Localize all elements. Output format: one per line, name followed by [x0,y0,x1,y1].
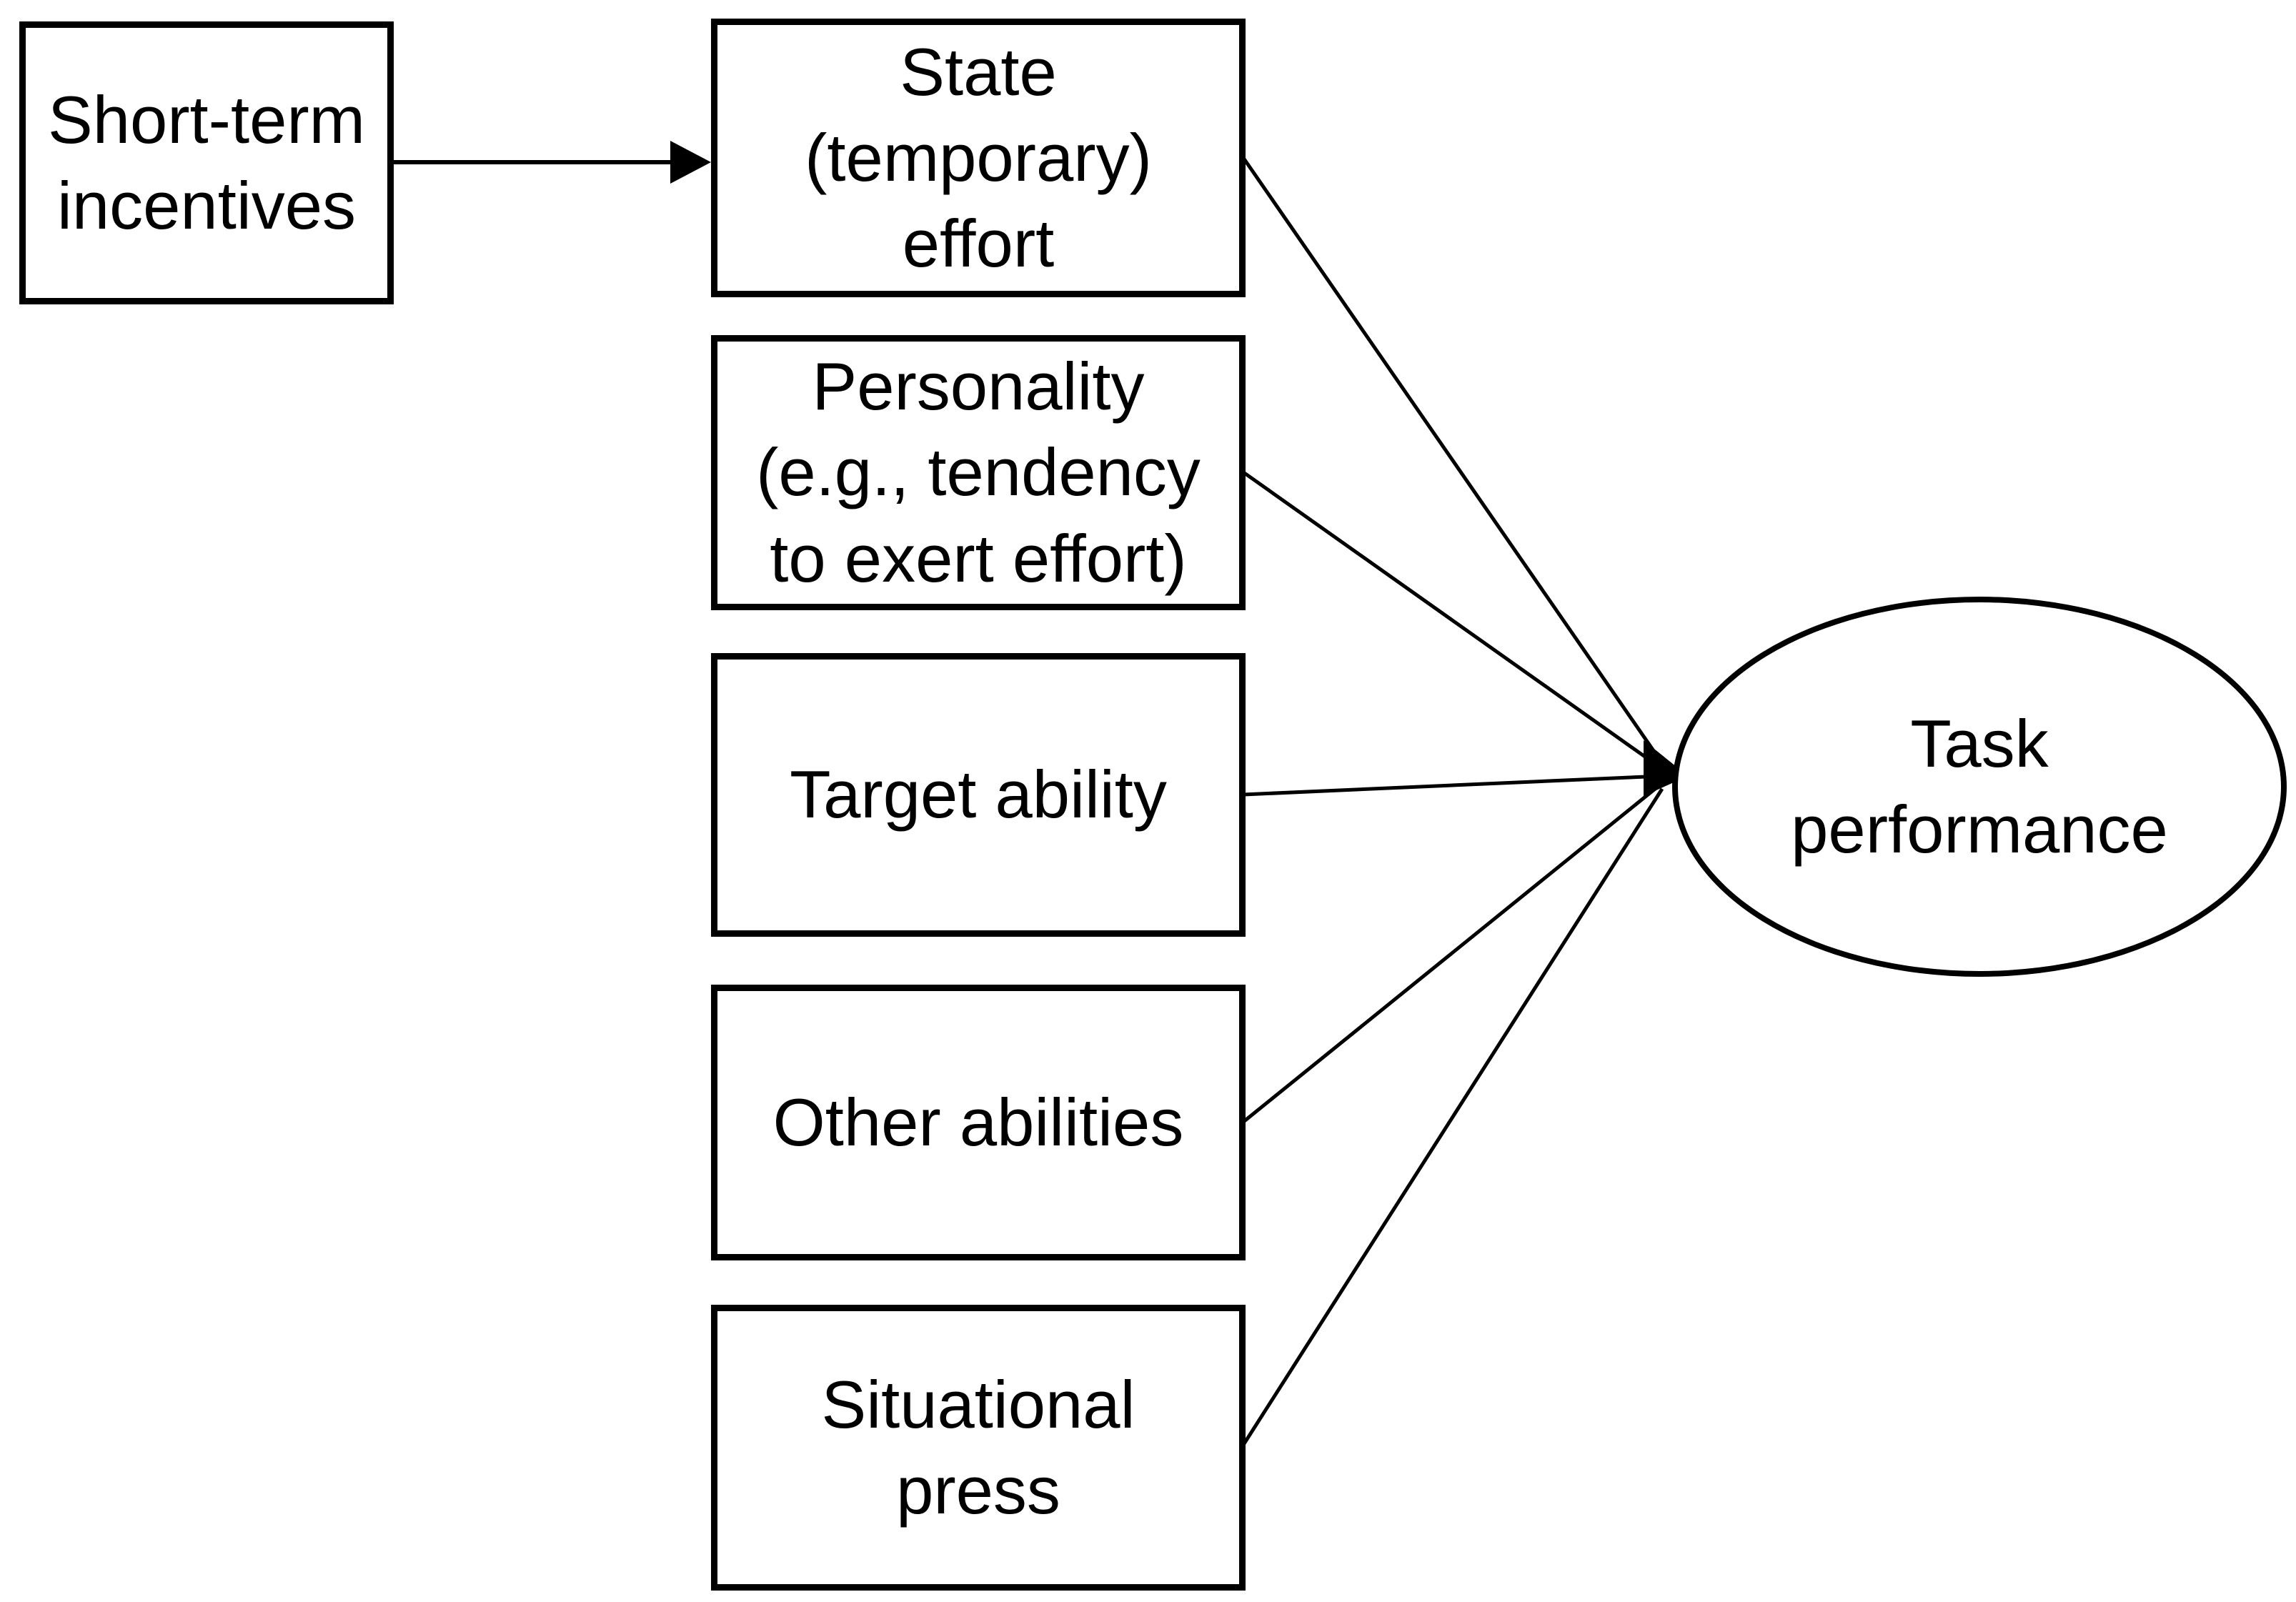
node-other-abilities: Other abilities [711,985,1246,1260]
node-situational-press: Situational press [711,1305,1246,1591]
edge-personality-to-performance [1242,470,1664,771]
node-short-term-incentives: Short-term incentives [19,21,394,304]
node-state-temporary-effort: State (temporary) effort [711,19,1246,297]
edge-incentives-arrowhead [670,141,711,184]
convergence-arrowhead [1644,740,1688,796]
edge-target-ability-to-performance [1243,774,1663,797]
node-personality: Personality (e.g., tendency to exert eff… [711,335,1246,610]
edge-situational-press-to-performance [1241,787,1664,1446]
node-target-ability: Target ability [711,653,1246,937]
edge-other-abilities-to-performance [1242,782,1664,1123]
node-task-performance: Task performance [1672,597,2287,977]
edge-state-effort-to-performance [1241,156,1664,765]
